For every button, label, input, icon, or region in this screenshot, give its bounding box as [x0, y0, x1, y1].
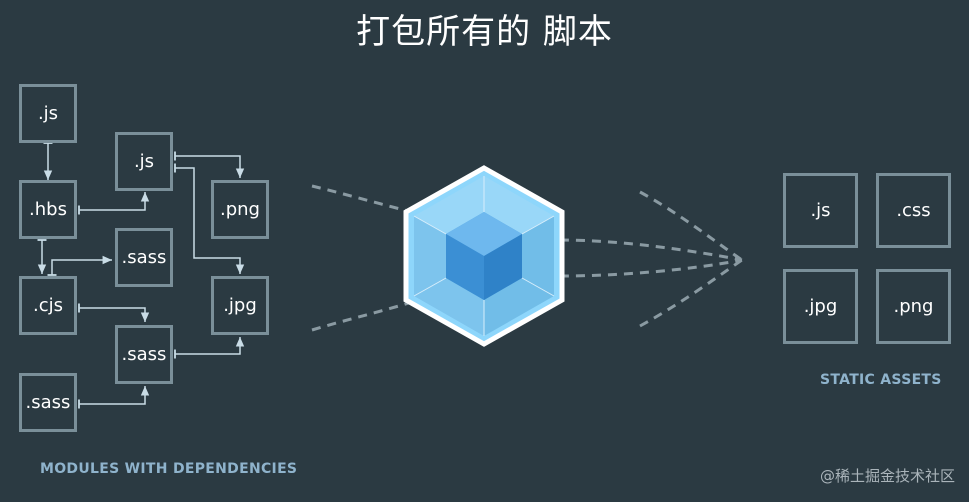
module-js: .js	[19, 84, 77, 143]
module-hbs: .hbs	[19, 180, 77, 239]
watermark: @稀土掘金技术社区	[819, 467, 955, 485]
edge-hbs-to-js	[78, 192, 150, 215]
module-sass-middle: .sass	[115, 325, 173, 384]
edge-js-to-png	[174, 151, 245, 178]
edge-sass3-to-sass2	[78, 386, 150, 409]
page-title: 打包所有的 脚本	[356, 12, 613, 52]
output-arrow-bottom	[639, 258, 743, 328]
module-js-center: .js	[115, 132, 173, 191]
webpack-cube-icon	[403, 165, 565, 347]
edge-sass2-to-jpg	[174, 337, 245, 359]
module-sass-bottom: .sass	[19, 373, 77, 432]
funnel-line-bottom-left	[311, 300, 413, 332]
asset-jpg: .jpg	[783, 269, 858, 344]
asset-css: .css	[876, 173, 951, 248]
edge-cjs-to-sass2	[78, 303, 150, 322]
edge-cjs-to-sass	[47, 255, 112, 276]
output-line-upper	[559, 238, 743, 262]
module-png: .png	[211, 180, 269, 239]
asset-png: .png	[876, 269, 951, 344]
output-line-lower	[559, 258, 743, 278]
module-cjs: .cjs	[19, 276, 77, 335]
funnel-line-top-left	[311, 184, 413, 214]
edge-js-to-jpg	[174, 163, 245, 274]
module-sass-top: .sass	[115, 228, 173, 287]
module-jpg: .jpg	[211, 276, 269, 335]
asset-js: .js	[783, 173, 858, 248]
assets-caption: STATIC ASSETS	[820, 372, 942, 388]
modules-caption: MODULES WITH DEPENDENCIES	[40, 461, 298, 477]
